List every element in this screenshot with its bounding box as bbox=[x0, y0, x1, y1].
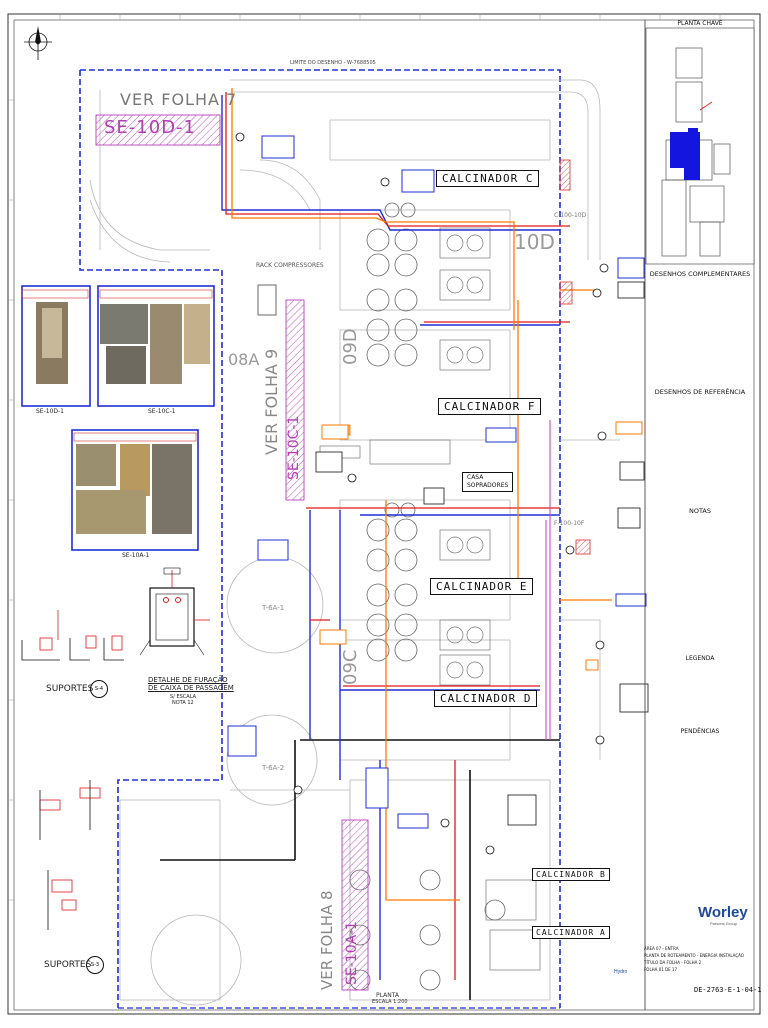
cable-route-orange bbox=[231, 88, 612, 901]
legend-title: LEGENDA bbox=[685, 655, 715, 662]
north-arrow-icon bbox=[24, 26, 52, 60]
tag-t6a2: T-6A-2 bbox=[262, 764, 285, 772]
supports-s4-title: SUPORTES bbox=[46, 684, 94, 694]
notes-title: NOTAS bbox=[688, 507, 712, 515]
blower-house-line1: CASA bbox=[467, 474, 484, 481]
substation-se10c1 bbox=[285, 299, 305, 501]
pull-box-detail-title-1: DETALHE DE FURAÇÃO bbox=[148, 676, 228, 684]
sheet-number: FOLHA 01 DE 17 bbox=[644, 967, 678, 972]
calciner-c-label: CALCINADOR C bbox=[436, 170, 540, 187]
photo-panel-2 bbox=[97, 285, 215, 407]
calciner-machinery bbox=[319, 227, 541, 971]
supports-s3-title: SUPORTES bbox=[44, 960, 92, 970]
area-tag-08a: 08A bbox=[228, 350, 260, 369]
substation-se10a1-label: SE-10A-1 bbox=[344, 921, 360, 985]
photo-caption-3: SE-10A-1 bbox=[122, 552, 150, 559]
key-plan-highlight bbox=[670, 132, 700, 180]
see-sheet-9-label: VER FOLHA 9 bbox=[262, 348, 281, 455]
rack-compressors-label: RACK COMPRESSORES bbox=[256, 262, 324, 269]
substation-se10c1-label: SE-10C-1 bbox=[286, 415, 302, 480]
blower-house-label: CASA SOPRADORES bbox=[462, 472, 514, 492]
calciner-f-label: CALCINADOR F bbox=[438, 398, 542, 415]
substation-se10a1 bbox=[341, 819, 369, 991]
area-tag-09d: 09D bbox=[340, 328, 361, 365]
calciner-e-label: CALCINADOR E bbox=[430, 578, 534, 595]
pull-box-detail-title-2: DE CAIXA DE PASSAGEM bbox=[148, 684, 234, 692]
calciner-equipment bbox=[349, 202, 506, 991]
tag-f100-10f: F-100-10F bbox=[554, 520, 585, 527]
junction-points bbox=[235, 132, 609, 855]
blower-house-line2: SOPRADORES bbox=[467, 482, 509, 489]
plan-title: PLANTA bbox=[376, 992, 399, 999]
substation-se10d1 bbox=[95, 114, 221, 146]
cable-route-magenta bbox=[545, 420, 551, 740]
see-sheet-8-label: VER FOLHA 8 bbox=[318, 890, 336, 990]
worley-company-name: Worley bbox=[698, 904, 748, 921]
supports-s4-tag: S-4 bbox=[90, 680, 108, 698]
calciner-d-label: CALCINADOR D bbox=[434, 690, 538, 707]
pending-title: PENDÊNCIAS bbox=[680, 728, 720, 735]
substation-se10d1-label: SE-10D-1 bbox=[104, 117, 197, 138]
pull-box-detail-scale: S/ ESCALA bbox=[170, 694, 197, 700]
cable-tags bbox=[227, 135, 649, 829]
see-sheet-7-label: VER FOLHA 7 bbox=[120, 90, 238, 109]
drawing-limit-line bbox=[80, 69, 561, 1008]
photo-panel-3 bbox=[71, 429, 199, 551]
pull-box-detail bbox=[139, 567, 210, 656]
photo-caption-2: SE-10C-1 bbox=[148, 408, 176, 415]
drawing-limit-line-left bbox=[79, 70, 223, 1008]
sheet-inner-frame bbox=[13, 19, 755, 1011]
project-title-3: TÍTULO DA FOLHA - FOLHA 2 bbox=[644, 960, 702, 965]
client-name: Hydro bbox=[614, 969, 628, 975]
support-details-s3 bbox=[39, 780, 101, 930]
worley-company-sub: Parsons Group bbox=[710, 921, 737, 926]
complementary-title: DESENHOS COMPLEMENTARES bbox=[649, 270, 751, 278]
area-tag-09c: 09C bbox=[340, 649, 361, 685]
cable-route-blue bbox=[221, 95, 560, 980]
supports-s3-tag: S-3 bbox=[86, 956, 104, 974]
reference-title: DESENHOS DE REFERÊNCIA bbox=[654, 388, 746, 396]
drawing-number: DE-2763-E-1-04-1 bbox=[694, 986, 762, 994]
photo-panel-1 bbox=[21, 285, 91, 407]
sheet-frame bbox=[7, 13, 761, 1015]
photo-caption-1: SE-10D-1 bbox=[36, 408, 65, 415]
pull-box-detail-note: NOTA 12 bbox=[172, 700, 194, 706]
project-title-1: ÁREA 07 - ENTRA bbox=[644, 946, 679, 951]
area-tag-10d: 10D bbox=[514, 230, 555, 254]
tag-c100-10d: C-100-10D bbox=[554, 212, 587, 219]
support-details-s4 bbox=[21, 610, 124, 661]
grid-ticks bbox=[8, 14, 721, 901]
cable-trays-black bbox=[160, 739, 560, 1000]
plan-scale: ESCALA 1:200 bbox=[372, 999, 408, 1005]
calciner-b-label: CALCINADOR B bbox=[532, 868, 610, 881]
project-title-2: PLANTA DE ROTEAMENTO - ENERGIA INSTALAÇÃ… bbox=[644, 953, 744, 958]
calciner-a-label: CALCINADOR A bbox=[532, 926, 610, 939]
top-limit-note: LIMITE DO DESENHO - W-7688505 bbox=[290, 60, 376, 66]
tag-t6a1: T-6A-1 bbox=[262, 604, 285, 612]
key-plan-title: PLANTA CHAVE bbox=[677, 20, 723, 27]
